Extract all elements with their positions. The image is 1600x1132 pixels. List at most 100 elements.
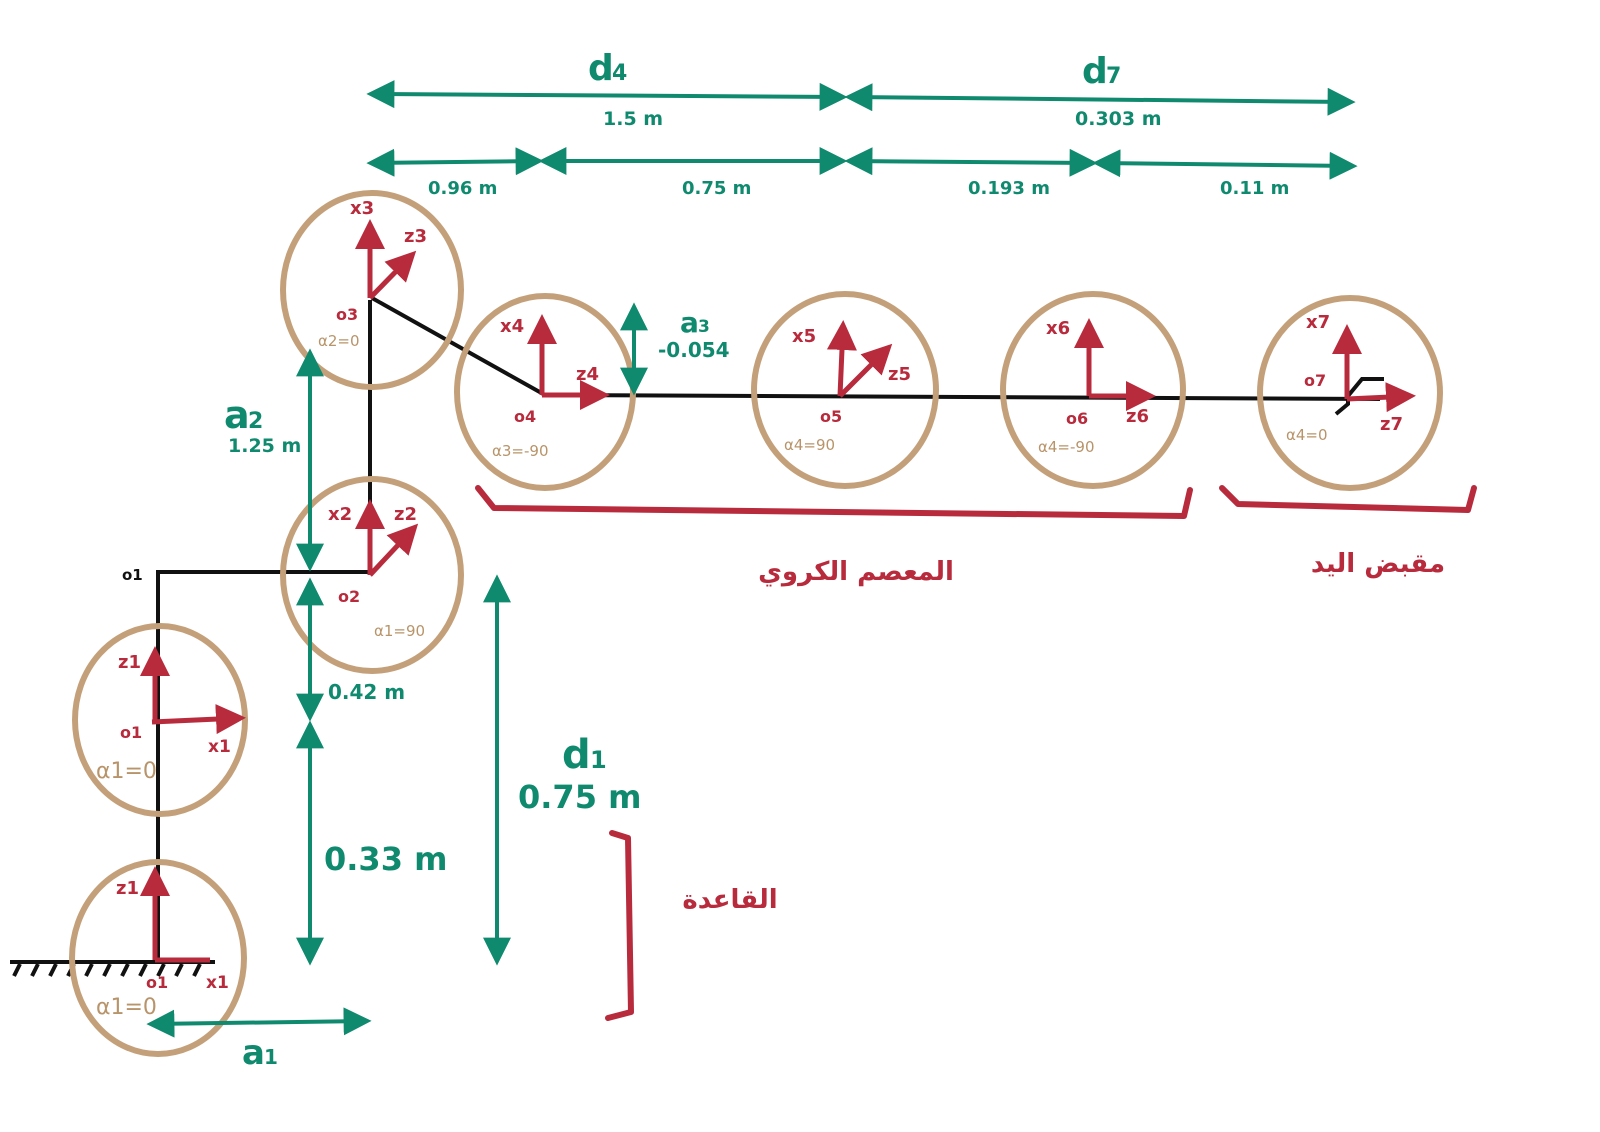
a3-symbol: a xyxy=(680,306,699,339)
joint-circle-3 xyxy=(280,190,464,390)
z7-label: z7 xyxy=(1380,414,1403,435)
x5-label: x5 xyxy=(792,326,816,347)
v033-value: 0.33 m xyxy=(324,840,447,878)
frame5-labels: x5 z5 o5 α4=90 xyxy=(784,326,911,454)
z7-axis-arrow xyxy=(1346,382,1416,413)
d4-dimension-arrow xyxy=(366,80,848,111)
x4-label: x4 xyxy=(500,316,524,337)
z6-label: z6 xyxy=(1126,406,1149,427)
base-label: القاعدة xyxy=(682,885,777,915)
dimension-arrows xyxy=(146,80,1358,1038)
alpha2-label: α1=90 xyxy=(374,622,425,640)
z4-label: z4 xyxy=(576,364,599,385)
a2-label: a 2 xyxy=(224,393,263,437)
alpha5-label: α4=90 xyxy=(784,436,835,454)
d4-label: d 4 xyxy=(588,48,627,89)
spherical-wrist-bracket xyxy=(475,485,1193,519)
a2-subscript: 2 xyxy=(248,409,263,434)
z1-label: z1 xyxy=(118,652,141,673)
seg2-value: 0.75 m xyxy=(682,178,751,199)
a3-value: -0.054 xyxy=(658,338,730,362)
a1-symbol: a xyxy=(242,1033,265,1073)
link-base-to-shoulder xyxy=(156,300,372,962)
frame1b-labels: z1 x1 o1 α1=0 xyxy=(96,878,229,1020)
frame7-labels: x7 z7 o7 α4=0 xyxy=(1286,312,1403,444)
gripper-bracket xyxy=(1219,485,1477,513)
d1-label: d 1 xyxy=(562,732,607,778)
o1b-label: o1 xyxy=(146,973,168,992)
d7-dimension-arrow xyxy=(844,83,1356,116)
alpha3-label: α2=0 xyxy=(318,332,360,350)
gripper-label: مقبض اليد xyxy=(1311,549,1445,579)
joint-circle-0 xyxy=(69,859,247,1057)
x7-label: x7 xyxy=(1306,312,1330,333)
alpha7-label: α4=0 xyxy=(1286,426,1328,444)
seg3-dimension-arrow xyxy=(844,147,1098,177)
v042-value: 0.42 m xyxy=(328,680,405,704)
joint-circle-2 xyxy=(280,476,464,674)
a3-label: a 3 xyxy=(680,306,710,339)
d7-value: 0.303 m xyxy=(1075,108,1162,130)
x3-label: x3 xyxy=(350,198,374,219)
alpha6-label: α4=-90 xyxy=(1038,438,1095,456)
spherical-wrist-label: المعصم الكروي xyxy=(758,557,954,587)
d4-subscript: 4 xyxy=(612,61,627,86)
d7-subscript: 7 xyxy=(1106,64,1121,89)
joint-circles xyxy=(69,190,1443,1057)
a2-symbol: a xyxy=(224,393,250,437)
joint-circle-6 xyxy=(1000,291,1186,489)
joint-circle-5 xyxy=(751,291,939,489)
z2-axis-arrow xyxy=(368,523,419,577)
x6-label: x6 xyxy=(1046,318,1070,339)
x5-axis-arrow xyxy=(826,320,857,397)
a1-dimension-arrow xyxy=(146,1007,372,1038)
z3-axis-arrow xyxy=(368,250,417,300)
frame6-labels: x6 z6 o6 α4=-90 xyxy=(1038,318,1149,456)
joint-circle-7 xyxy=(1257,295,1443,491)
seg1-value: 0.96 m xyxy=(428,178,497,199)
frame1-labels: z1 x1 o1 α1=0 xyxy=(96,652,231,784)
z1b-label: z1 xyxy=(116,878,139,899)
o1-label: o1 xyxy=(120,723,142,742)
seg3-value: 0.193 m xyxy=(968,178,1050,199)
o7-label: o7 xyxy=(1304,371,1326,390)
z2-label: z2 xyxy=(394,504,417,525)
z3-label: z3 xyxy=(404,226,427,247)
seg1-dimension-arrow xyxy=(366,147,544,177)
o4-label: o4 xyxy=(514,407,536,426)
d1-symbol: d xyxy=(562,732,591,778)
link-elbow-to-wrist xyxy=(371,296,1381,401)
alpha4-label: α3=-90 xyxy=(492,442,549,460)
o3-label: o3 xyxy=(336,305,358,324)
seg4-value: 0.11 m xyxy=(1220,178,1289,199)
a1-label: a 1 xyxy=(242,1033,278,1073)
a2-value: 1.25 m xyxy=(228,435,301,457)
o5-label: o5 xyxy=(820,407,842,426)
frame-axes xyxy=(140,219,1416,963)
z5-axis-arrow xyxy=(838,343,893,398)
alpha1-label: α1=0 xyxy=(96,759,157,784)
seg4-dimension-arrow xyxy=(1092,149,1358,180)
d4-symbol: d xyxy=(588,48,614,89)
x1b-label: x1 xyxy=(206,973,229,993)
d1-subscript: 1 xyxy=(590,746,607,774)
alpha1b-label: α1=0 xyxy=(96,995,157,1020)
a3-subscript: 3 xyxy=(698,317,710,337)
d7-label: d 7 xyxy=(1082,51,1121,92)
o6-label: o6 xyxy=(1066,409,1088,428)
group-brackets xyxy=(475,485,1477,1021)
o1-corner-label: o1 xyxy=(122,566,143,584)
d4-value: 1.5 m xyxy=(603,108,663,130)
frame4-labels: x4 z4 o4 α3=-90 xyxy=(492,316,599,460)
ground-hatch xyxy=(10,960,215,977)
z5-label: z5 xyxy=(888,364,911,385)
d7-symbol: d xyxy=(1082,51,1108,92)
x1-label: x1 xyxy=(208,737,231,757)
x2-label: x2 xyxy=(328,504,352,525)
frame3-labels: x3 z3 o3 α2=0 xyxy=(318,198,427,350)
frame2-labels: x2 z2 o2 α1=90 xyxy=(328,504,425,640)
x1-axis-arrow xyxy=(151,704,246,735)
d1-value: 0.75 m xyxy=(518,778,641,816)
o2-label: o2 xyxy=(338,587,360,606)
